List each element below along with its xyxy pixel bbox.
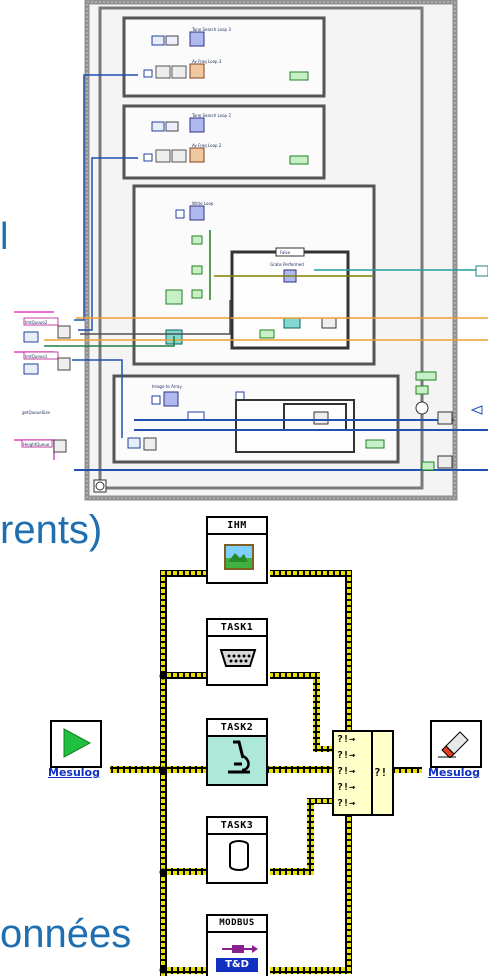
- merge-input-row: ?!→: [337, 796, 371, 812]
- svg-text:ImtQueue2: ImtQueue2: [25, 320, 48, 325]
- svg-text:False: False: [280, 250, 291, 255]
- task-label: TASK1: [208, 620, 266, 637]
- database-icon: [227, 840, 251, 872]
- block-diagram-canvas: Tone Search Loop 3 Av Freq Loop 3 Tone S…: [14, 0, 488, 502]
- task-label: IHM: [208, 518, 266, 535]
- svg-text:Tone Search Loop 3: Tone Search Loop 3: [191, 27, 231, 32]
- picture-icon: [224, 544, 254, 570]
- task-label: TASK2: [208, 720, 266, 737]
- slide-text-left-fragment: l: [0, 216, 8, 259]
- svg-text:Av Freq Loop 3: Av Freq Loop 3: [192, 59, 222, 64]
- svg-text:getQueueSize: getQueueSize: [22, 410, 50, 415]
- svg-text:Grabs Performed: Grabs Performed: [270, 262, 304, 267]
- mesulog-output-node[interactable]: Mesulog: [422, 720, 486, 782]
- play-icon: [62, 727, 92, 759]
- svg-text:Av Freq Loop 2: Av Freq Loop 2: [192, 143, 222, 148]
- task-label: TASK3: [208, 818, 266, 835]
- task-node-task1[interactable]: TASK1: [206, 618, 268, 686]
- task-label: MODBUS: [208, 916, 266, 933]
- merge-input-row: ?!→: [337, 780, 371, 796]
- microscope-icon: [224, 740, 254, 776]
- merge-input-row: ?!→: [337, 748, 371, 764]
- task-node-modbus[interactable]: MODBUS T&D: [206, 914, 268, 976]
- task-node-task3[interactable]: TASK3: [206, 816, 268, 884]
- svg-text:ImtQueue1: ImtQueue1: [25, 354, 48, 359]
- eraser-icon: [438, 726, 472, 758]
- mesulog-input-label: Mesulog: [48, 766, 100, 779]
- task-flow-diagram: IHM TASK1 TASK2 TASK3: [40, 510, 488, 976]
- modbus-sublabel: T&D: [216, 958, 258, 972]
- mesulog-output-label: Mesulog: [428, 766, 480, 779]
- svg-text:Tone Search Loop 2: Tone Search Loop 2: [191, 113, 231, 118]
- labview-block-diagram: Tone Search Loop 3 Av Freq Loop 3 Tone S…: [14, 0, 488, 502]
- task-node-task2[interactable]: TASK2: [206, 718, 268, 786]
- serial-port-icon: [218, 646, 258, 672]
- modbus-icon: [220, 942, 260, 956]
- mesulog-input-node[interactable]: Mesulog: [44, 720, 108, 782]
- svg-text:Image to Array: Image to Array: [152, 384, 182, 389]
- merge-output: ?!: [374, 766, 387, 779]
- merge-node[interactable]: ?!→ ?!→ ?!→ ?!→ ?!→ ?!: [332, 730, 394, 816]
- task-node-ihm[interactable]: IHM: [206, 516, 268, 584]
- merge-inputs: ?!→ ?!→ ?!→ ?!→ ?!→: [334, 732, 373, 814]
- svg-text:HeightQueue: HeightQueue: [23, 442, 50, 447]
- merge-input-row: ?!→: [337, 764, 371, 780]
- merge-input-row: ?!→: [337, 732, 371, 748]
- svg-text:Write Loop: Write Loop: [192, 201, 214, 206]
